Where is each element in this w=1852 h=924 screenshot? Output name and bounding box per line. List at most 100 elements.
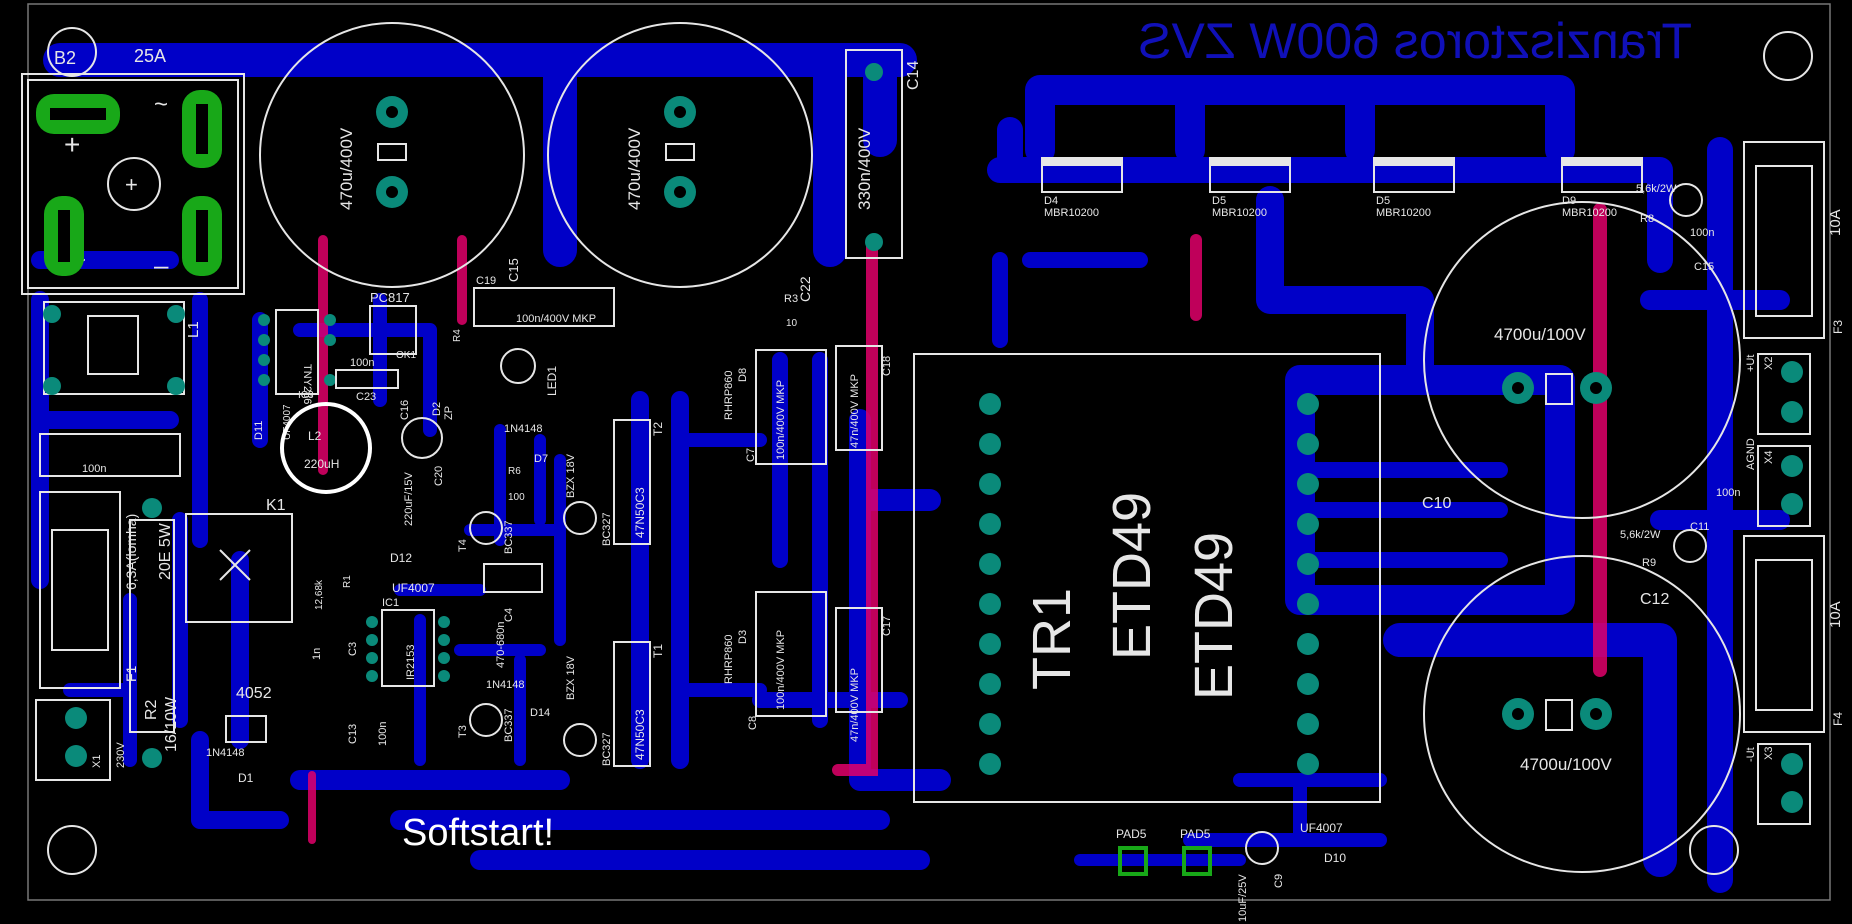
label-d9: D9: [1562, 195, 1576, 207]
label-r9: R9: [1642, 557, 1656, 569]
label-r8-val: 5,6k/2W: [1636, 183, 1677, 195]
label-d5a-val: MBR10200: [1212, 207, 1267, 219]
label-c9-val: 10uF/25V: [1237, 874, 1249, 922]
label-oc1: OK1: [396, 350, 416, 361]
output-terminal-pads: [1781, 361, 1803, 813]
label-r6: R6: [508, 466, 521, 477]
x1-pin2: [65, 745, 87, 767]
label-d4: D4: [1044, 195, 1058, 207]
c14-pad2: [865, 233, 883, 251]
label-x3-val: -Ut: [1745, 747, 1757, 762]
mounting-hole-tl: [47, 27, 97, 77]
fuse-f1: [39, 491, 121, 689]
label-c18-val: 47n/400V MKP: [849, 374, 861, 448]
cap-100n-left: [39, 433, 181, 477]
label-c3: C3: [347, 642, 359, 656]
label-x4-val: AGND: [1745, 438, 1757, 470]
pad5-b[interactable]: [1182, 846, 1212, 876]
label-d5b-val: MBR10200: [1376, 207, 1431, 219]
cap-c18: [835, 345, 883, 451]
transistor-bc327-b: [563, 723, 597, 757]
label-c20-val: 220uF/15V: [403, 472, 415, 526]
label-c8: C8: [747, 716, 759, 730]
bridge-center-circle: [107, 157, 161, 211]
label-r3-val: 10: [786, 318, 798, 329]
pad5-a[interactable]: [1118, 846, 1148, 876]
label-c3-val: 1n: [311, 648, 323, 660]
label-c17: C17: [881, 616, 893, 636]
label-d8: D8: [737, 368, 749, 382]
board-outline: [27, 3, 1831, 901]
mosfet-t1: [613, 641, 651, 767]
label-r2-alt: 20E 5W: [157, 522, 174, 580]
label-c4-val: 470-680n: [495, 622, 507, 669]
label-c12-val: 4700u/100V: [1520, 755, 1612, 774]
fuse-f3-body: [1755, 165, 1813, 317]
label-c22: C22: [797, 276, 813, 302]
label-etd-a: ETD49: [1102, 492, 1162, 660]
label-r1: R1: [342, 575, 353, 588]
label-c8-val: 100n/400V MKP: [775, 630, 787, 710]
label-c4: C4: [503, 608, 515, 622]
tr1-pads: [979, 393, 1319, 775]
label-pad5a: PAD5: [1116, 827, 1147, 841]
cap-470u-b: [547, 22, 813, 288]
label-bc327-a: BC327: [601, 512, 613, 546]
inductor-l2: [280, 402, 372, 494]
label-x3: X3: [1763, 747, 1775, 760]
label-r2-val: 16/10W: [163, 696, 180, 752]
label-t4-val: BC337: [503, 520, 515, 554]
mounting-hole-tr: [1763, 31, 1813, 81]
schottky-row: [1041, 157, 1643, 193]
label-pad5b: PAD5: [1180, 827, 1211, 841]
label-c11: C11: [1690, 521, 1709, 533]
cap-c23: [335, 369, 399, 389]
mosfet-t2: [613, 419, 651, 545]
bridge-plus-pin: +: [64, 129, 80, 160]
label-c15b: C15: [1694, 261, 1714, 273]
label-d14-val: 1N4148: [486, 679, 525, 691]
label-d2: D2: [431, 402, 443, 416]
label-cap-470u-b: 470u/400V: [625, 127, 644, 210]
transformer-tr1: [913, 353, 1381, 803]
label-d1-val: 1N4148: [206, 747, 245, 759]
label-c14-val: 330n/400V: [855, 127, 874, 210]
label-f3: F3: [1831, 320, 1845, 334]
label-c17-val: 47n/400V MKP: [849, 668, 861, 742]
transistor-t4: [469, 511, 503, 545]
label-c13: C13: [347, 724, 359, 744]
label-r3: R3: [784, 293, 798, 305]
label-bc327-b: BC327: [601, 732, 613, 766]
terminal-x4: [1757, 445, 1811, 527]
label-bzx1: BZX 18V: [565, 453, 577, 498]
label-r8: R8: [1640, 213, 1654, 225]
label-l2-val: 220uH: [304, 457, 339, 471]
label-tr1: TR1: [1022, 588, 1082, 690]
label-cap-470u-a: 470u/400V: [337, 127, 356, 210]
resistor-r8: [1669, 183, 1703, 217]
cap-c9: [1245, 831, 1279, 865]
r2-pad1: [142, 498, 162, 518]
label-c19: C19: [476, 275, 496, 287]
label-c20: C20: [433, 466, 445, 486]
label-r4: R4: [452, 329, 463, 342]
label-etd-b: ETD49: [1184, 532, 1244, 700]
label-x2-val: +Ut: [1745, 355, 1757, 372]
tny-pads: [258, 314, 336, 386]
mounting-hole-br: [1689, 825, 1739, 875]
bottom-copper-layer: [31, 43, 1790, 893]
label-t2-val: 47N50C3: [633, 487, 647, 538]
label-c15b-val: 100n: [1690, 227, 1714, 239]
label-x2: X2: [1763, 357, 1775, 370]
ic-4052: [225, 715, 267, 743]
label-k1: K1: [266, 497, 286, 514]
label-r6-val: 100: [508, 492, 525, 503]
top-copper-layer: [308, 203, 1607, 844]
label-d14: D14: [530, 707, 550, 719]
label-c10-val: 4700u/100V: [1494, 325, 1586, 344]
label-d5b: D5: [1376, 195, 1390, 207]
mirrored-board-title: Tranzisztoros 600W ZVS: [1138, 13, 1692, 69]
label-t3-val: BC337: [503, 708, 515, 742]
label-100n-left: 100n: [82, 463, 106, 475]
